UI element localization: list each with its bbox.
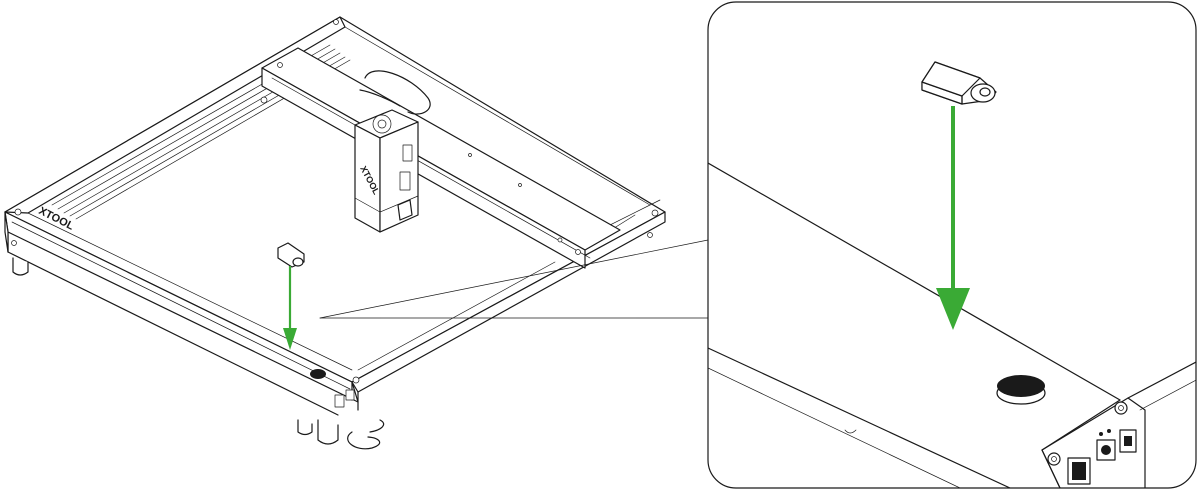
laser-engraver-machine: XTOOL XTOOL: [4, 16, 666, 450]
usb-port: [1119, 429, 1137, 453]
detail-callout: [707, 1, 1197, 489]
magnetic-riser-part-small: [277, 242, 305, 268]
gantry-beam: [260, 47, 621, 269]
rear-ports-small: [334, 389, 355, 408]
round-button-small: [310, 369, 326, 379]
down-arrow-small: [283, 266, 297, 350]
power-switch: [1067, 457, 1091, 485]
down-arrow: [936, 106, 970, 330]
power-port: [1096, 429, 1116, 461]
round-button: [996, 375, 1046, 405]
laser-module: XTOOL: [354, 109, 419, 233]
magnetic-riser-part: [921, 61, 997, 105]
callout-connector: [319, 239, 709, 319]
machine-frame: [4, 16, 666, 450]
